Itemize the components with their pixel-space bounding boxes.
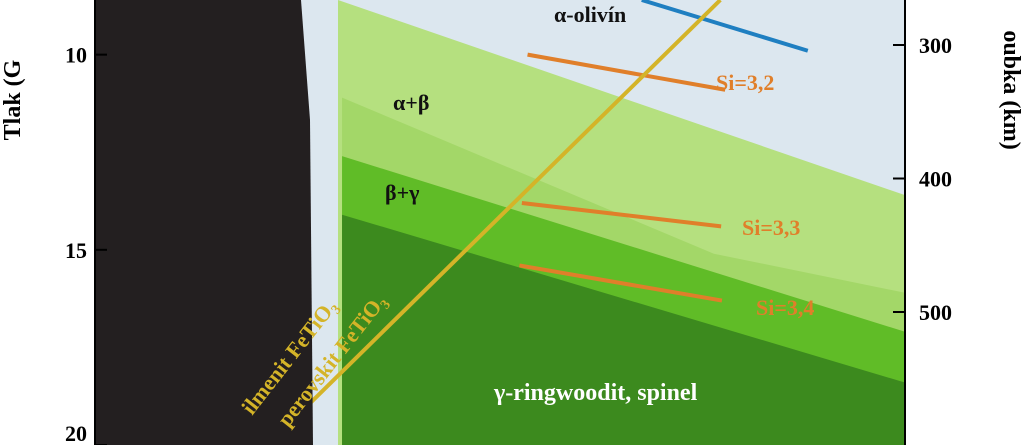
si33-line [521, 200, 722, 229]
region-label-gamma: γ-ringwoodit, spinel [493, 380, 698, 406]
series-label-si33: Si=3,3 [742, 215, 800, 240]
si32-line [527, 52, 726, 92]
fetio3-line [266, 0, 722, 445]
region-label-alpha-beta: α+β [393, 90, 429, 115]
right-tick-label: 300 [919, 33, 952, 58]
blue-line [641, 0, 809, 53]
phase-regions [95, 0, 905, 445]
right-tick-label: 400 [919, 167, 952, 192]
axis-ticks: 10 15 20 300 400 500 [65, 33, 952, 445]
region-gamma [342, 214, 905, 445]
region-label-alpha: α-olivín [554, 2, 626, 27]
left-tick-label: 10 [65, 43, 87, 68]
si34-line [519, 263, 723, 303]
series-label-si34: Si=3,4 [756, 295, 814, 320]
left-tick-label: 15 [65, 238, 87, 263]
right-axis-label: oubka (km) [998, 30, 1024, 149]
black-region [95, 0, 313, 445]
series-label-si32: Si=3,2 [716, 70, 774, 95]
region-label-beta-gamma: β+γ [385, 180, 419, 205]
left-tick-label: 20 [65, 421, 87, 445]
right-tick-label: 500 [919, 300, 952, 325]
phase-lines [266, 0, 809, 445]
left-axis-label: Tlak (G [0, 59, 26, 140]
